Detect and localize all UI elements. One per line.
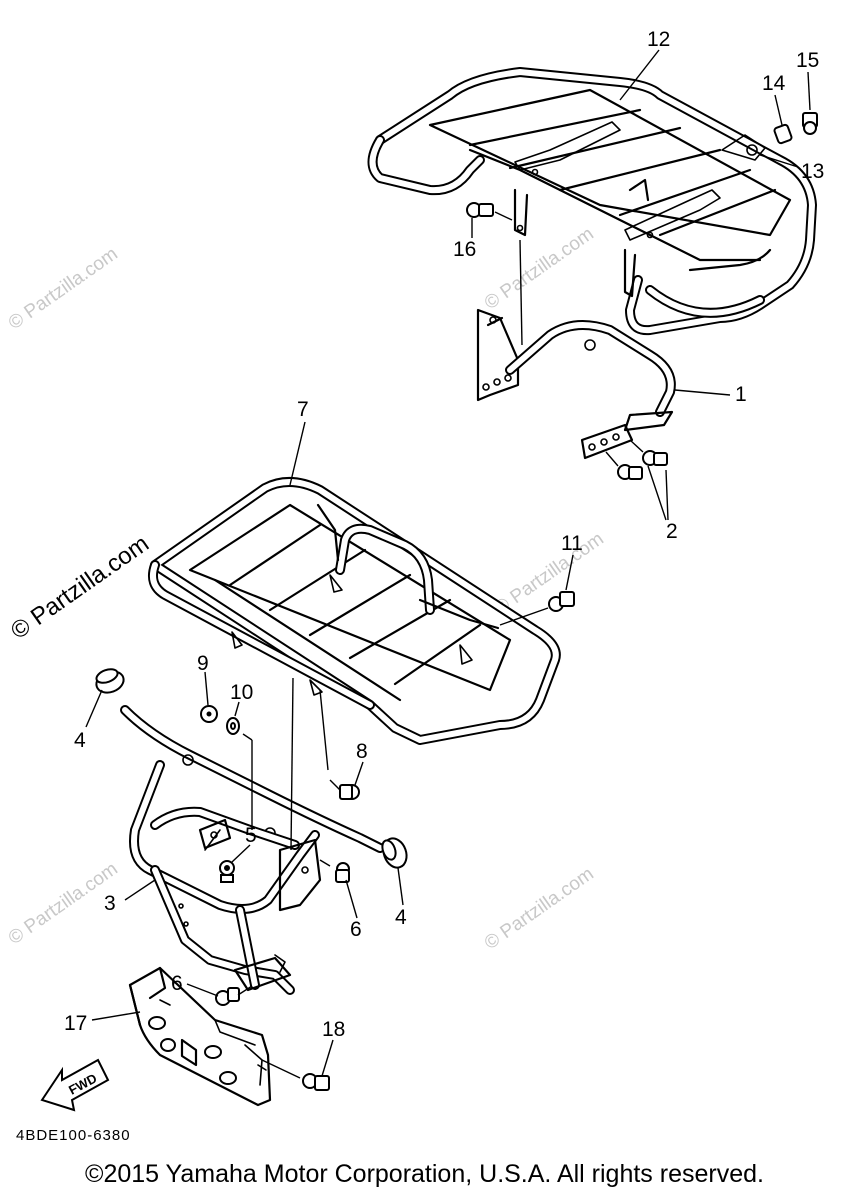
callout-7: 7 (297, 398, 309, 421)
callout-14: 14 (762, 72, 786, 95)
nut-5 (219, 860, 235, 883)
callout-4a: 4 (74, 729, 86, 752)
callout-6a: 6 (350, 918, 362, 941)
callout-5: 5 (245, 824, 257, 847)
reference-code: 4BDE100-6380 (16, 1127, 131, 1144)
callout-9: 9 (197, 652, 209, 675)
bolt-16 (466, 202, 513, 221)
watermark-5: © Partzilla.com (481, 863, 598, 954)
front-guard (120, 705, 385, 995)
nut-9-washer-10 (200, 705, 253, 830)
callout-labels: 1 2 3 4 4 5 6 6 7 8 9 10 11 12 13 14 15 … (64, 28, 824, 1041)
callout-11: 11 (561, 532, 583, 555)
callout-12: 12 (647, 28, 670, 51)
bolts-6 (215, 859, 350, 1006)
callout-3: 3 (104, 892, 116, 915)
watermark-2: © Partzilla.com (481, 223, 598, 314)
bolt-8 (329, 779, 360, 800)
copyright-notice: ©2015 Yamaha Motor Corporation, U.S.A. A… (85, 1160, 764, 1188)
bolt-18 (302, 1073, 330, 1091)
callout-15: 15 (796, 49, 819, 72)
callout-8: 8 (356, 740, 368, 763)
skid-plate (128, 966, 301, 1107)
callout-1: 1 (735, 383, 747, 406)
callout-10: 10 (230, 681, 253, 704)
fwd-arrow: FWD (40, 1058, 110, 1112)
callout-17: 17 (64, 1012, 87, 1035)
front-carrier (148, 477, 561, 745)
watermark-main: © Partzilla.com (6, 530, 154, 645)
callout-leaders (85, 49, 811, 1077)
rear-carrier (367, 67, 817, 336)
callout-4b: 4 (395, 906, 407, 929)
bolt-11 (499, 591, 575, 626)
rear-stay (476, 308, 676, 460)
connection-line-rear (519, 239, 523, 346)
connection-line-front (290, 677, 294, 851)
bolts-2 (605, 439, 668, 480)
callout-2: 2 (666, 520, 678, 543)
watermark-1: © Partzilla.com (5, 243, 122, 334)
parts-13-14-15 (721, 112, 818, 161)
callout-13: 13 (801, 160, 824, 183)
callout-18: 18 (322, 1018, 345, 1041)
callout-16: 16 (453, 238, 476, 261)
callout-6b: 6 (171, 972, 183, 995)
grommets-4 (95, 668, 408, 869)
